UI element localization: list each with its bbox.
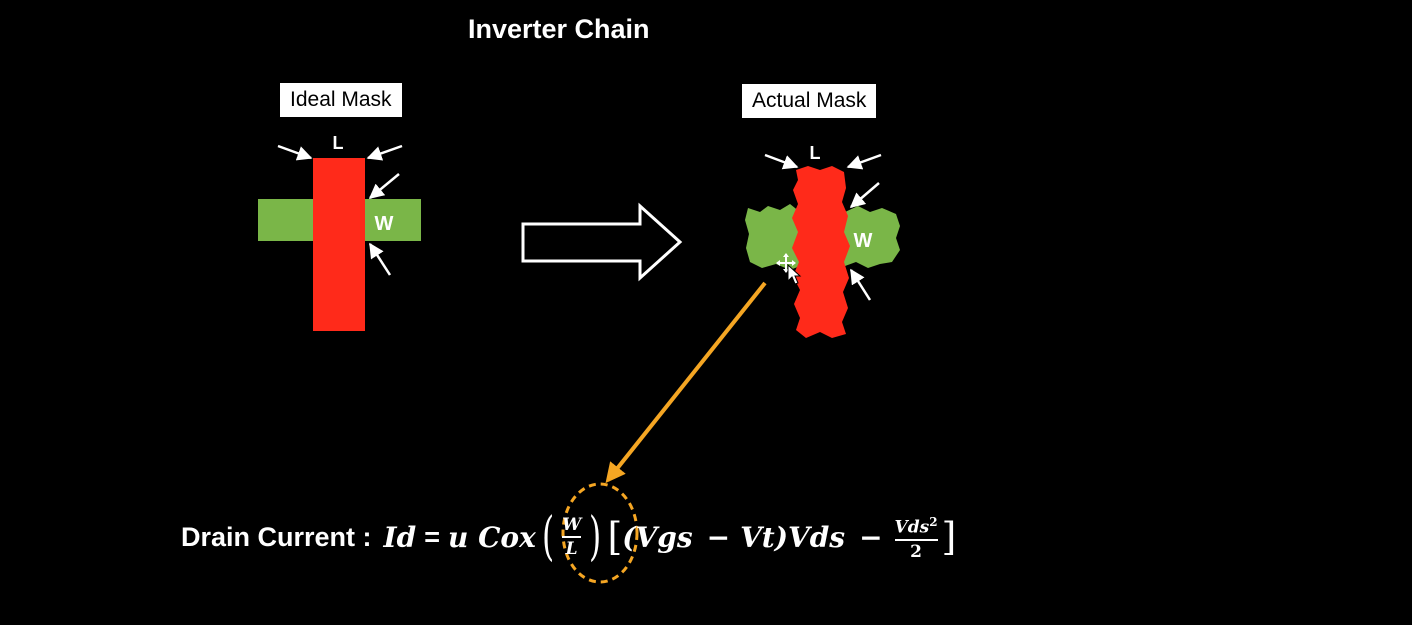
actual-gate bbox=[792, 166, 850, 338]
formula-lhs: Id bbox=[383, 520, 417, 554]
vds2-numerator: Vds2 bbox=[895, 512, 938, 538]
formula-bracket-close: ] bbox=[941, 515, 957, 559]
move-cursor-icon bbox=[776, 253, 802, 285]
wl-highlight-ellipse bbox=[561, 482, 639, 584]
actual-w-label: W bbox=[854, 230, 873, 252]
formula-equals: = bbox=[424, 521, 440, 552]
actual-mask: L W bbox=[745, 143, 900, 338]
vds2-exponent: 2 bbox=[929, 515, 938, 530]
ideal-l-label: L bbox=[333, 133, 344, 153]
wl-open-paren: ( bbox=[541, 507, 555, 567]
actual-l-label: L bbox=[810, 143, 821, 163]
formula-term2: Vt)Vds bbox=[740, 520, 846, 554]
ideal-mask-label: Ideal Mask bbox=[280, 83, 402, 117]
wl-ratio: ( W L ) bbox=[538, 511, 606, 563]
formula-coeff: u Cox bbox=[448, 520, 536, 554]
highlight-pointer-arrow bbox=[605, 281, 767, 484]
formula-bracket-open: [ bbox=[607, 515, 623, 559]
wl-numerator: W bbox=[562, 515, 582, 535]
vds2-numerator-base: Vds bbox=[894, 517, 930, 538]
ideal-w-arrow-top bbox=[368, 173, 400, 199]
actual-l-arrow-right bbox=[846, 153, 882, 170]
ideal-gate bbox=[313, 158, 365, 331]
transform-arrow bbox=[521, 202, 683, 282]
formula-prefix: Drain Current : bbox=[181, 521, 372, 552]
vds2-fraction: Vds2 2 bbox=[894, 512, 938, 562]
formula-minus1: − bbox=[706, 520, 731, 554]
wl-close-paren: ) bbox=[589, 507, 602, 567]
actual-l-arrow-left bbox=[764, 153, 799, 170]
vds2-fraction-bar bbox=[894, 538, 938, 541]
formula-term1: (Vgs bbox=[622, 520, 693, 554]
drain-current-formula: Drain Current : Id = u Cox ( W L ) [ (Vg… bbox=[181, 502, 956, 572]
vds2-denominator: 2 bbox=[910, 541, 922, 562]
page-title: Inverter Chain bbox=[468, 14, 650, 44]
ideal-l-arrow-left bbox=[277, 144, 313, 161]
wl-fraction-bar bbox=[562, 536, 582, 538]
ideal-w-label: W bbox=[375, 213, 394, 235]
ideal-l-arrow-right bbox=[366, 144, 403, 161]
actual-w-arrow-top bbox=[849, 182, 880, 208]
actual-w-arrow-bottom bbox=[849, 268, 872, 301]
wl-fraction: W L bbox=[562, 515, 582, 559]
ideal-mask: L W bbox=[258, 133, 421, 331]
formula-minus2: − bbox=[859, 520, 883, 554]
ideal-w-arrow-bottom bbox=[368, 242, 392, 276]
wl-denominator: L bbox=[565, 539, 578, 559]
actual-mask-label: Actual Mask bbox=[742, 84, 877, 118]
